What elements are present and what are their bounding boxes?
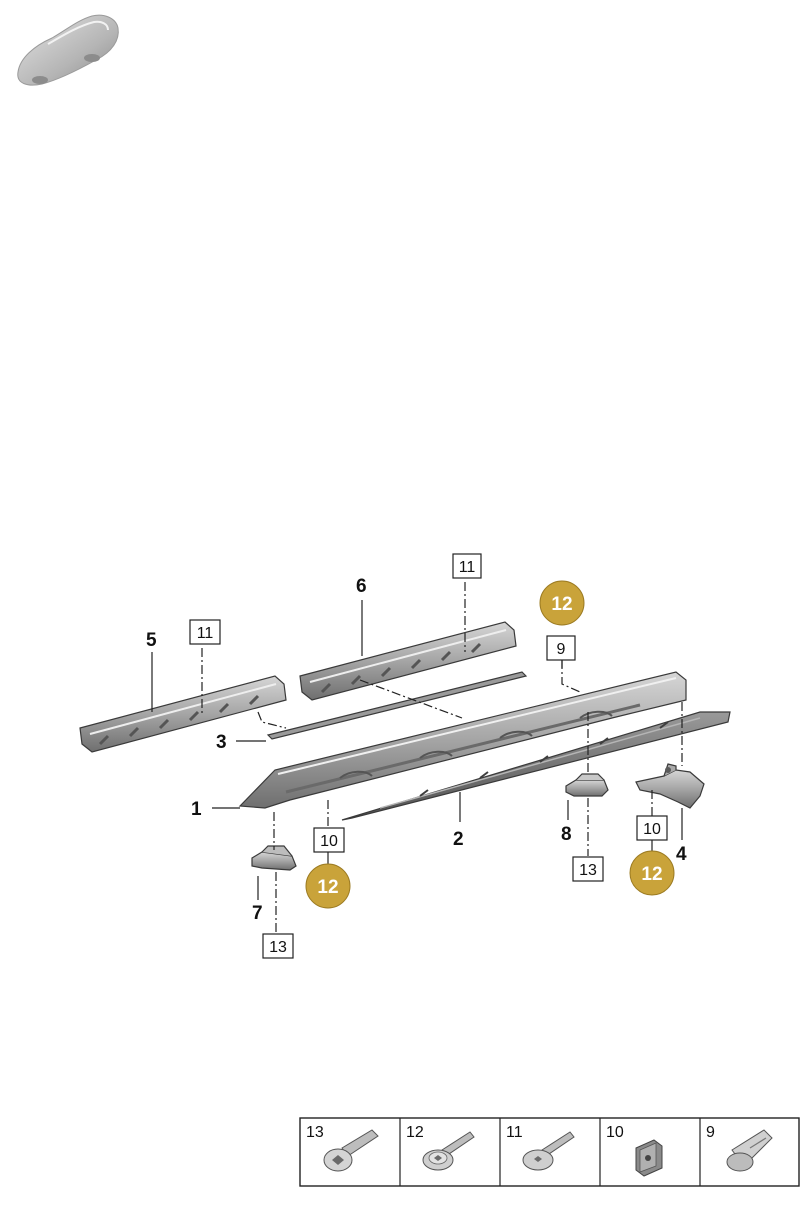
gold-references: 12 12 12 <box>305 580 675 909</box>
boxed-references: 11 11 9 10 10 13 13 <box>189 553 668 959</box>
boxed-ref-10-right: 10 <box>643 821 661 838</box>
boxed-ref-13-right: 13 <box>579 862 597 879</box>
part-8-bracket <box>565 773 609 797</box>
callout-8: 8 <box>561 824 572 845</box>
fastener-legend: 13 12 11 10 9 <box>299 1117 800 1187</box>
legend-label-11: 11 <box>506 1124 523 1141</box>
callout-2: 2 <box>453 829 464 850</box>
part-2-lower-sill-trim <box>341 711 731 821</box>
gold-ref-12-left: 12 <box>317 877 338 898</box>
legend-label-12: 12 <box>406 1124 424 1141</box>
boxed-ref-9: 9 <box>557 641 566 658</box>
callout-3: 3 <box>216 732 227 753</box>
callout-7: 7 <box>252 903 263 924</box>
part-4-mounting-bracket <box>635 763 705 809</box>
callout-4: 4 <box>676 844 687 865</box>
boxed-ref-10-left: 10 <box>320 833 338 850</box>
boxed-ref-11-left: 11 <box>197 625 214 642</box>
callout-5: 5 <box>146 630 157 651</box>
leader-lines <box>151 600 683 900</box>
boxed-ref-13-left: 13 <box>269 939 287 956</box>
pan-head-torx-screw-icon <box>323 1129 379 1172</box>
boxed-ref-11-right: 11 <box>459 559 476 576</box>
callout-numbers: 1 2 3 4 5 6 7 8 <box>146 576 687 924</box>
flange-torx-screw-icon <box>422 1131 475 1171</box>
callout-6: 6 <box>356 576 367 597</box>
legend-label-13: 13 <box>306 1124 324 1141</box>
part-3-seal-strip <box>266 671 528 740</box>
torx-screw-icon <box>522 1131 575 1171</box>
assembly-lines <box>201 582 683 932</box>
clip-nut-icon <box>635 1139 663 1177</box>
car-thumbnail-icon <box>17 14 119 86</box>
part-1-side-sill-cover <box>238 671 687 809</box>
part-6-inner-sill-rail <box>299 621 517 701</box>
gold-ref-12-top: 12 <box>551 594 572 615</box>
callout-1: 1 <box>191 799 202 820</box>
part-5-inner-sill-rail <box>79 675 287 753</box>
legend-label-9: 9 <box>706 1124 715 1141</box>
part-7-bracket <box>251 845 297 871</box>
expansion-clip-icon <box>726 1129 773 1172</box>
legend-label-10: 10 <box>606 1124 624 1141</box>
gold-ref-12-right: 12 <box>641 864 662 885</box>
